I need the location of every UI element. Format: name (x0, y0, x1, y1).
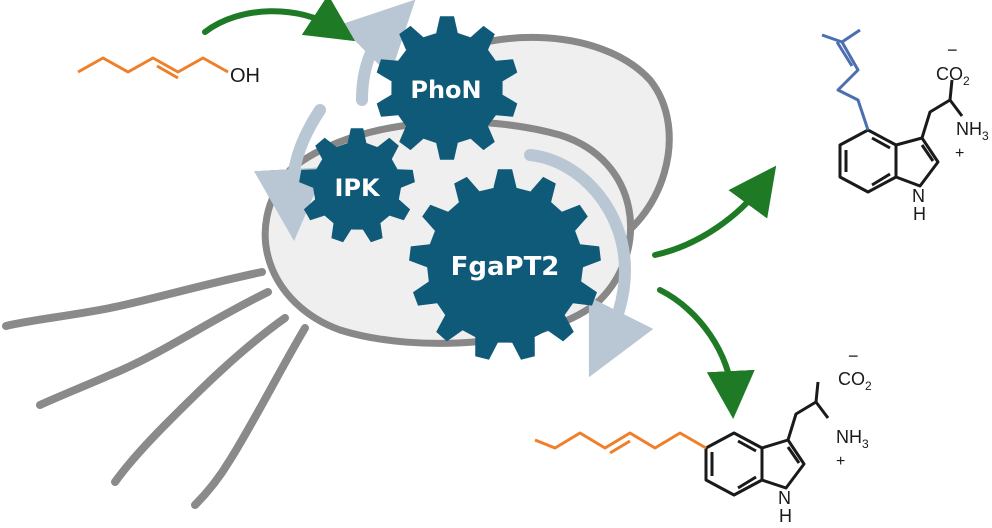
gear-fgapt2-shape (409, 169, 601, 360)
flagellum-4 (191, 324, 309, 509)
bottom-carboxylate-charge: − (848, 346, 859, 366)
gear-phon-shape (376, 16, 518, 160)
top-pyrrole-ring (895, 136, 940, 188)
bottom-benzene-ring (704, 431, 764, 497)
bottom-alkyl-chain (534, 431, 707, 450)
top-carboxylate-charge: − (947, 40, 958, 60)
substrate-oh: OH (230, 65, 260, 87)
process-arrows (254, 0, 654, 378)
substrate-chain (77, 56, 229, 74)
output-arrow-bottom (657, 287, 755, 419)
flagellum-1 (2, 268, 266, 330)
product-bottom-labels: CO2 − NH3 + N H (778, 346, 872, 526)
product-top-labels: CO2 − NH3 + N H (912, 40, 989, 224)
input-arrow (202, 0, 356, 42)
bottom-amine: NH3 (836, 427, 869, 451)
bottom-carboxylate: CO2 (838, 369, 872, 393)
bottom-ring-n: N (778, 488, 791, 508)
bottom-pyrrole-ring (761, 438, 806, 490)
top-carboxylate: CO2 (936, 64, 970, 88)
top-prenyl-chain (821, 33, 870, 131)
product-bottom (534, 381, 830, 497)
gear-ipk-shape (299, 128, 415, 243)
cycle-arrow-right (524, 149, 654, 378)
gear-ipk (299, 128, 415, 243)
gear-fgapt2 (409, 169, 601, 360)
cycle-arrow-left (254, 104, 326, 241)
bottom-amine-charge: + (836, 453, 845, 470)
flagellum-3 (111, 314, 289, 486)
output-arrow-top (652, 165, 777, 258)
top-benzene-ring (838, 128, 898, 194)
reaction-arrows (202, 0, 777, 419)
flagellum-2 (36, 288, 272, 409)
substrate-alcohol: OH (77, 56, 260, 87)
bottom-ring-h: H (779, 506, 792, 526)
substrate-double-bond (156, 64, 179, 80)
top-ring-n: N (912, 186, 925, 206)
enzyme-label-fgapt2: FgaPT2 (451, 252, 560, 282)
enzyme-label-phon: PhoN (410, 76, 481, 104)
cycle-arrow-upper (339, 0, 416, 106)
product-top (821, 28, 964, 194)
enzyme-label-ipk: IPK (334, 174, 381, 202)
top-ring-h: H (913, 204, 926, 224)
top-amine-charge: + (955, 145, 964, 162)
flagella (2, 268, 309, 509)
gear-phon (376, 16, 518, 160)
top-amine: NH3 (956, 119, 989, 143)
